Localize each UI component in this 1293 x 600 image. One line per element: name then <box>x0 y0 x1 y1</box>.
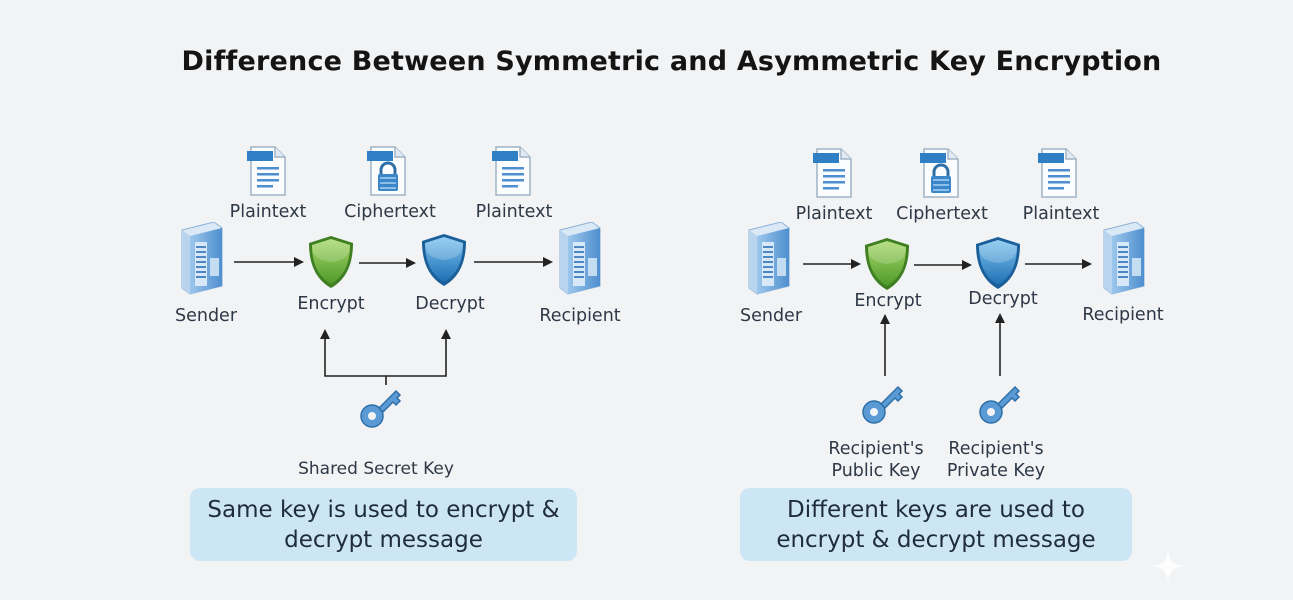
asym-encrypt-label: Encrypt <box>854 291 922 311</box>
asymmetric-summary-line2: encrypt & decrypt message <box>776 526 1096 553</box>
asym-sender-label: Sender <box>739 306 803 326</box>
recipient-server-icon <box>559 222 601 295</box>
encrypt-shield-icon <box>309 236 353 288</box>
private-key-label-line1: Recipient's <box>948 439 1044 459</box>
recipient-label: Recipient <box>539 306 621 326</box>
shared-secret-key-label: Shared Secret Key <box>298 459 454 479</box>
asym-plaintext-document-icon <box>1038 148 1077 198</box>
symmetric-summary-line2: decrypt message <box>284 526 483 553</box>
asym-decrypt-label: Decrypt <box>968 289 1038 309</box>
sender-label: Sender <box>174 306 238 326</box>
decrypt-shield-icon <box>422 234 466 286</box>
asym-recipient-server-icon <box>1103 222 1145 295</box>
private-key-icon <box>979 386 1020 424</box>
encrypt-label: Encrypt <box>297 294 365 314</box>
arrow-shared-key-to-encrypt <box>320 329 387 385</box>
plaintext-document-icon <box>492 146 531 196</box>
decrypt-label: Decrypt <box>415 294 485 314</box>
shared-secret-key-icon <box>360 390 401 428</box>
asym-recipient-label: Recipient <box>1082 305 1164 325</box>
public-key-label-line1: Recipient's <box>828 439 924 459</box>
public-key-icon <box>862 386 903 424</box>
plaintext-document-icon <box>247 146 286 196</box>
plaintext-in-label: Plaintext <box>229 202 307 222</box>
asym-encrypt-shield-icon <box>865 238 909 290</box>
asym-sender-server-icon <box>748 222 790 295</box>
asym-ciphertext-label: Ciphertext <box>896 204 988 224</box>
arrow-shared-key-to-decrypt <box>386 329 451 377</box>
asymmetric-summary-box: Different keys are used to encrypt & dec… <box>740 488 1132 561</box>
ciphertext-label: Ciphertext <box>344 202 436 222</box>
symmetric-summary-line1: Same key is used to encrypt & <box>207 496 560 523</box>
sender-server-icon <box>181 222 223 295</box>
public-key-label-line2: Public Key <box>831 461 921 481</box>
asymmetric-summary-line1: Different keys are used to <box>787 496 1085 523</box>
asym-plaintext-in-label: Plaintext <box>795 204 873 224</box>
sparkle-icon <box>1152 550 1184 582</box>
private-key-label-line2: Private Key <box>946 461 1046 481</box>
asym-plaintext-out-label: Plaintext <box>1022 204 1100 224</box>
plaintext-out-label: Plaintext <box>475 202 553 222</box>
page-title: Difference Between Symmetric and Asymmet… <box>181 46 1162 77</box>
asym-ciphertext-lock-document-icon <box>920 147 960 199</box>
symmetric-summary-box: Same key is used to encrypt & decrypt me… <box>190 488 577 561</box>
asym-decrypt-shield-icon <box>976 237 1020 289</box>
asym-plaintext-document-icon <box>813 148 852 198</box>
ciphertext-lock-document-icon <box>367 145 407 197</box>
